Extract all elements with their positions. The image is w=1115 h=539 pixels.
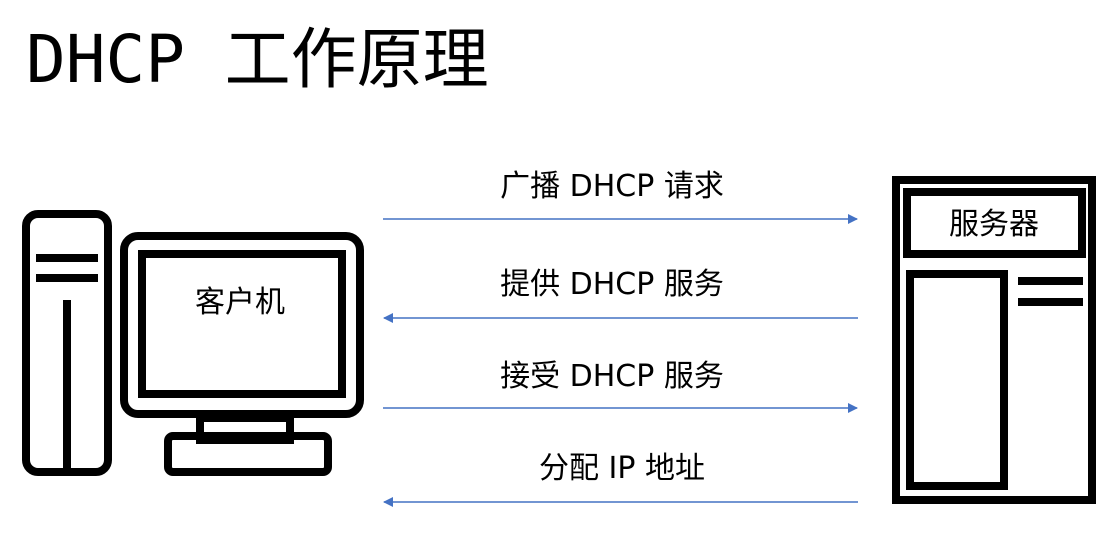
message-label: 广播 DHCP 请求: [500, 169, 724, 204]
desktop-computer-icon: [22, 210, 364, 476]
server-case: [892, 176, 1096, 504]
message-1: 广播 DHCP 请求: [383, 169, 858, 224]
server-tower-icon: [892, 176, 1096, 504]
pc-monitor-base: [164, 432, 332, 476]
message-2: 提供 DHCP 服务: [383, 267, 858, 323]
message-label: 分配 IP 地址: [539, 451, 705, 486]
message-label: 接受 DHCP 服务: [500, 359, 724, 394]
server-drive-bay: [906, 270, 1008, 490]
message-4: 分配 IP 地址: [383, 451, 858, 507]
server-label: 服务器: [949, 207, 1039, 242]
pc-screen: [138, 250, 346, 398]
client-label: 客户机: [195, 285, 285, 320]
server-top-panel: [903, 188, 1086, 258]
page-title: DHCP 工作原理: [26, 21, 489, 98]
pc-monitor: [120, 232, 364, 418]
message-3: 接受 DHCP 服务: [383, 359, 858, 413]
message-label: 提供 DHCP 服务: [500, 267, 724, 302]
